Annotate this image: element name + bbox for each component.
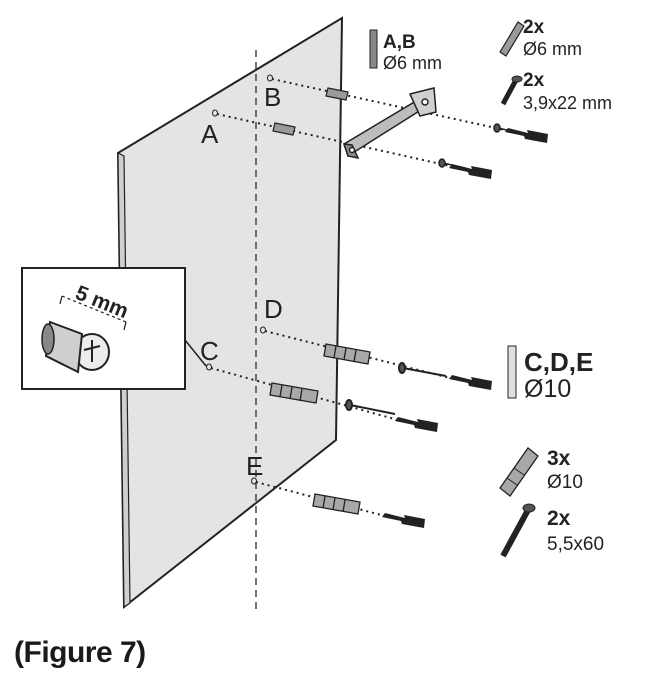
screw-large-c xyxy=(345,399,396,415)
legend-cde-diameter: Ø10 xyxy=(524,375,571,403)
hole-label-b: B xyxy=(264,82,281,112)
hole-label-c: C xyxy=(200,336,219,366)
hole-b xyxy=(267,74,273,82)
plug-small-a xyxy=(272,122,296,136)
legend-cde-plug-size: Ø10 xyxy=(547,472,583,493)
plug-large-c xyxy=(269,382,319,404)
plug-large-e xyxy=(312,493,361,515)
drill-bit-icon xyxy=(369,29,378,69)
legend-cde-screw-qty: 2x xyxy=(547,507,571,530)
drill-bit-icon xyxy=(507,345,517,399)
legend-ab-holes: A,B xyxy=(383,32,416,53)
screw-icon xyxy=(500,78,519,106)
inset-detail: 5 mm xyxy=(21,267,207,390)
legend-ab: A,B Ø6 mm xyxy=(369,29,442,73)
hole-c xyxy=(206,363,212,371)
wall-bracket xyxy=(342,87,437,160)
legend-ab-screw-size: 3,9x22 mm xyxy=(523,93,612,113)
arrow-icon xyxy=(382,128,548,528)
legend-cde-screw-size: 5,5x60 xyxy=(547,534,604,555)
plug-small-b xyxy=(325,87,349,101)
screw-large-d xyxy=(398,362,447,377)
hole-label-d: D xyxy=(264,294,283,324)
legend-cde-holes: C,D,E xyxy=(524,347,593,377)
plug-icon xyxy=(499,21,525,57)
legend-ab-plug: 2x Ø6 mm xyxy=(499,17,582,59)
legend-cde-screw: 2x 5,5x60 xyxy=(500,503,604,558)
legend-cde-plug: 3x Ø10 xyxy=(499,447,583,497)
hole-label-a: A xyxy=(201,119,219,149)
legend-ab-plug-qty: 2x xyxy=(523,17,545,38)
hole-e xyxy=(251,477,257,485)
legend-ab-plug-size: Ø6 mm xyxy=(523,39,582,59)
legend-ab-screw-qty: 2x xyxy=(523,70,545,91)
hole-d xyxy=(260,326,266,334)
figure-caption: (Figure 7) xyxy=(14,636,146,669)
legend-ab-screw: 2x 3,9x22 mm xyxy=(500,70,612,113)
legend-cde: C,D,E Ø10 xyxy=(507,345,593,403)
plug-large-d xyxy=(323,343,371,365)
legend-cde-plug-qty: 3x xyxy=(547,447,571,470)
hole-label-e: E xyxy=(246,451,263,481)
screw-icon xyxy=(500,508,531,558)
hole-a xyxy=(212,109,218,117)
legend-ab-diameter: Ø6 mm xyxy=(383,53,442,73)
